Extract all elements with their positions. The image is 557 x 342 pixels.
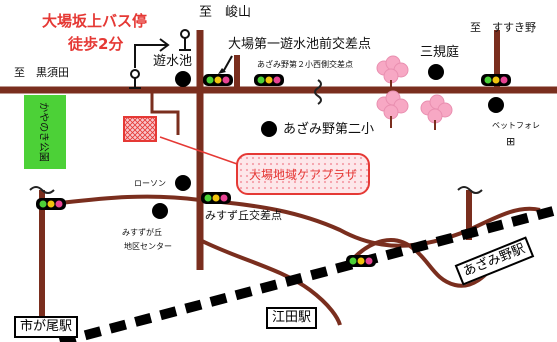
traffic-light-2 (254, 74, 284, 86)
bus-stop-label: 大場坂上バス停 (42, 12, 148, 30)
mikiba-label: 三規庭 (420, 45, 460, 60)
railway-line (58, 205, 557, 342)
traffic-light-3 (481, 74, 511, 86)
lawson-label: ローソン (134, 179, 166, 188)
landmark-pet (488, 97, 504, 113)
station-eda: 江田駅 (266, 307, 318, 330)
plaza-callout: 大場地域ケアプラザ (236, 153, 370, 195)
intersection-1-label: 大場第一遊水池前交差点 (228, 37, 372, 52)
direction-mineyama: 至 峻山 (199, 5, 252, 20)
center-label-1: みすずが丘 (122, 228, 162, 237)
traffic-light-1 (203, 74, 233, 86)
road-to-eda (199, 238, 342, 326)
plaza-label: 大場地域ケアプラザ (248, 167, 357, 182)
pet-label: ベットフォレ (492, 121, 540, 130)
blossom-1 (376, 55, 409, 90)
misuzugaoka-intersection-label: みすず丘交差点 (205, 209, 282, 222)
traffic-light-6 (346, 255, 376, 267)
light-pointer-head (218, 68, 226, 74)
road-break-2 (29, 186, 55, 194)
blossom-2 (376, 90, 409, 128)
bus-arrowhead (159, 38, 170, 52)
landmark-mikiba (428, 64, 444, 80)
school-label: あざみ野第二小 (283, 122, 375, 137)
intersection-2-label: あざみ野第２小西側交差点 (257, 60, 353, 69)
park-label: かやのき公園 (37, 102, 49, 162)
center-label-2: 地区センター (124, 242, 172, 251)
bus-arrow (134, 44, 168, 68)
road-winding (41, 194, 541, 248)
yusuichi-label: 遊水池 (153, 54, 193, 69)
bus-stop-sign-2 (129, 69, 141, 89)
road-break-1 (314, 79, 322, 105)
landmark-center (152, 203, 168, 219)
landmark-school (261, 121, 277, 137)
landmark-yusuichi (175, 71, 191, 87)
bus-stop-sign-1 (179, 29, 191, 51)
landmark-lawson (175, 175, 191, 191)
direction-susukino: 至 すすき野 (470, 21, 536, 34)
blossom-3 (420, 94, 453, 130)
hospital-icon: ⊞ (506, 135, 516, 148)
traffic-light-4 (201, 192, 231, 204)
access-road (150, 88, 180, 135)
plaza-building (123, 116, 157, 142)
plaza-leader (159, 136, 241, 166)
road-east-curve (348, 238, 502, 288)
direction-kurosuda: 至 黒須田 (14, 66, 69, 79)
walk-time-label: 徒歩2分 (68, 35, 124, 53)
light-pointer (222, 55, 233, 73)
traffic-light-5 (36, 198, 66, 210)
kayanoki-park: かやのき公園 (24, 95, 66, 169)
station-ichigao: 市が尾駅 (14, 316, 79, 339)
road-break-3 (457, 186, 483, 194)
